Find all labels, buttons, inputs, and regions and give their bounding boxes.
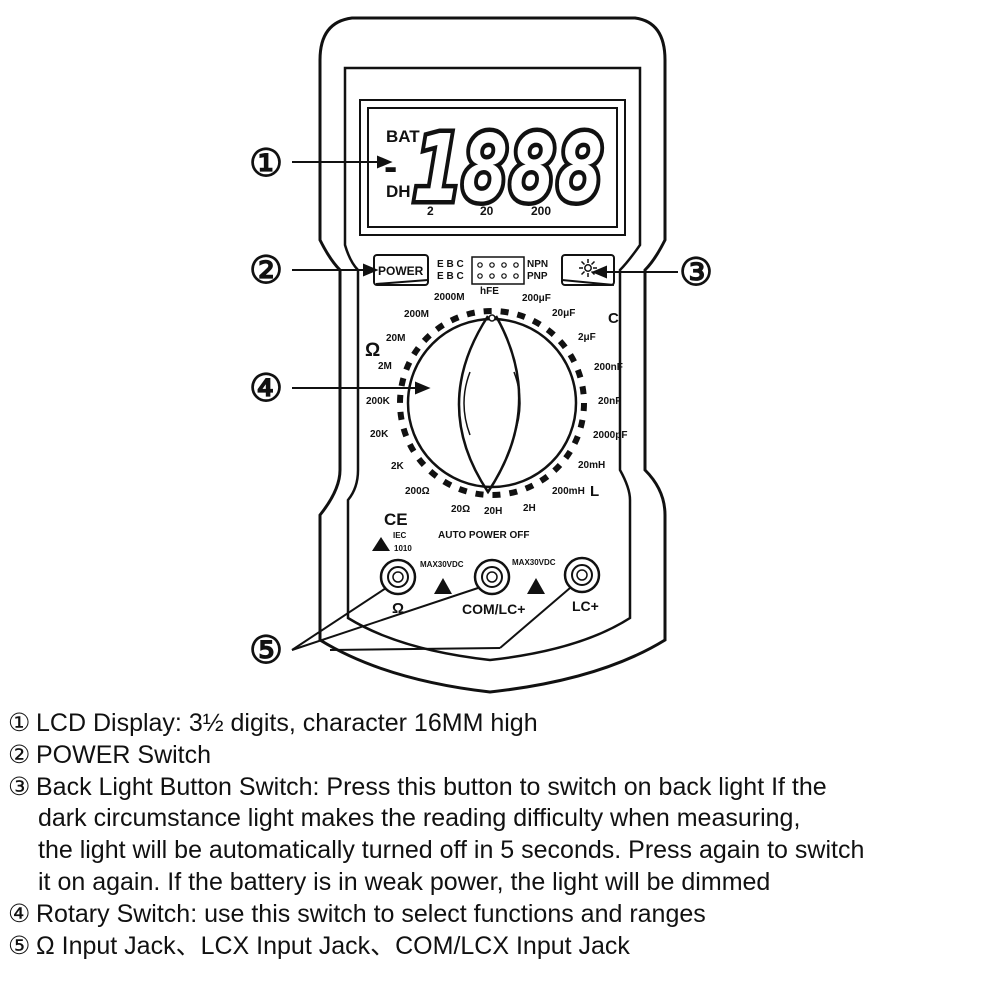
callout-arrowhead-3	[591, 265, 607, 279]
callout-4: ④	[249, 368, 283, 410]
jack-label-lc: LC+	[572, 598, 599, 614]
range-20uF: 20μF	[552, 308, 575, 319]
range-20K: 20K	[370, 429, 389, 440]
hfe-pnp: PNP	[527, 271, 548, 282]
callout-arrowhead-2	[363, 263, 379, 277]
legend-text-4: Rotary Switch: use this switch to select…	[36, 899, 706, 928]
dial-pointer-dot	[488, 314, 496, 322]
warning-icon-left	[434, 578, 452, 594]
dial-resistance-symbol: Ω	[365, 340, 380, 361]
ce-mark: CE	[384, 510, 408, 529]
com-input-jack[interactable]	[473, 558, 511, 596]
range-200mH: 200mH	[552, 486, 585, 497]
range-2uF: 2μF	[578, 332, 596, 343]
hfe-ebc-top: E B C	[437, 259, 464, 270]
legend-num-1: ①	[8, 709, 31, 737]
lc-input-jack[interactable]	[563, 556, 601, 594]
range-2K: 2K	[391, 461, 405, 472]
power-button-label: POWER	[378, 264, 424, 278]
legend-num-2: ②	[8, 740, 31, 769]
callout-arrow-5b	[291, 587, 479, 651]
range-2M: 2M	[378, 361, 392, 372]
warning-icon-right	[527, 578, 545, 594]
range-20M: 20M	[386, 333, 405, 344]
lcd-scale-2: 2	[427, 204, 434, 218]
meter-body-outline	[318, 16, 667, 694]
legend-text-3: Back Light Button Switch: Press this but…	[36, 772, 827, 801]
range-200ohm: 200Ω	[405, 486, 430, 497]
hfe-socket[interactable]: E B C E B C NPN PNP hFE	[437, 256, 548, 297]
range-200nF: 200nF	[594, 362, 623, 373]
legend-text-5: Ω Input Jack、LCX Input Jack、COM/LCX Inpu…	[36, 931, 630, 960]
range-2H: 2H	[523, 503, 536, 514]
lcd-dh-label: DH	[386, 182, 411, 201]
lcd-minus-sign: -	[384, 145, 397, 189]
power-button[interactable]: POWER	[373, 254, 429, 286]
meter-face-outline	[343, 66, 642, 662]
hfe-ebc-bottom: E B C	[437, 271, 464, 282]
dial-grip-inner-right	[513, 371, 521, 436]
callout-arrow-5c	[499, 587, 571, 649]
range-20nF: 20nF	[598, 396, 621, 407]
callout-1: ①	[249, 143, 283, 185]
iec-number: 1010	[394, 544, 412, 553]
range-20ohm: 20Ω	[451, 504, 470, 515]
callout-arrowhead-1	[377, 155, 393, 169]
lcd-reading: 1888	[414, 115, 604, 222]
dial-grip	[457, 315, 521, 495]
warning-icon	[372, 537, 390, 551]
lcd-scale-200: 200	[531, 204, 551, 218]
legend-item-3-cont-1: dark circumstance light makes the readin…	[38, 804, 801, 833]
callout-5: ⑤	[249, 630, 283, 672]
range-20H: 20H	[484, 506, 502, 517]
dial-tick-ring	[397, 308, 587, 498]
lcd-bat-label: BAT	[386, 127, 420, 146]
iec-label: IEC	[393, 531, 407, 540]
dial-grip-inner-left	[463, 371, 471, 436]
range-200M: 200M	[404, 309, 429, 320]
sun-icon	[579, 259, 597, 277]
dial-knob	[406, 317, 578, 489]
dial-capacitance-symbol: C	[608, 310, 619, 327]
range-20mH: 20mH	[578, 460, 605, 471]
rotary-switch[interactable]	[397, 308, 587, 498]
lcd-window	[367, 107, 618, 228]
legend-num-5: ⑤	[8, 931, 31, 960]
hfe-label: hFE	[480, 286, 499, 297]
callout-3: ③	[679, 252, 713, 294]
callout-arrow-5d	[329, 647, 501, 651]
multimeter-diagram: BAT - DH 1888 2 20 200 POWER E B C E B C…	[249, 16, 713, 694]
range-2000M: 2000M	[434, 292, 465, 303]
lcd-bezel	[359, 99, 626, 236]
legend-num-3: ③	[8, 772, 31, 801]
legend-item-3-cont-2: the light will be automatically turned o…	[38, 836, 865, 865]
max-voltage-left: MAX30VDC	[420, 560, 464, 569]
callout-2: ②	[249, 250, 283, 292]
legend-num-4: ④	[8, 899, 31, 928]
legend-item-3-cont-3: it on again. If the battery is in weak p…	[38, 867, 771, 896]
dial-inductance-symbol: L	[590, 483, 599, 500]
ohm-input-jack[interactable]	[379, 558, 417, 596]
hfe-npn: NPN	[527, 259, 548, 270]
legend-text-2: POWER Switch	[36, 740, 212, 769]
jack-label-com: COM/LC+	[462, 601, 525, 617]
backlight-button[interactable]	[561, 254, 615, 286]
callout-arrow-5a	[291, 587, 387, 651]
lcd-scale-20: 20	[480, 204, 494, 218]
range-200uF: 200μF	[522, 293, 551, 304]
max-voltage-right: MAX30VDC	[512, 558, 556, 567]
range-2000pF: 2000pF	[593, 430, 627, 441]
range-200K: 200K	[366, 396, 391, 407]
callout-arrowhead-4	[415, 381, 431, 395]
legend-text-1: LCD Display: 3½ digits, character 16MM h…	[36, 709, 538, 737]
auto-power-off-label: AUTO POWER OFF	[438, 530, 529, 541]
